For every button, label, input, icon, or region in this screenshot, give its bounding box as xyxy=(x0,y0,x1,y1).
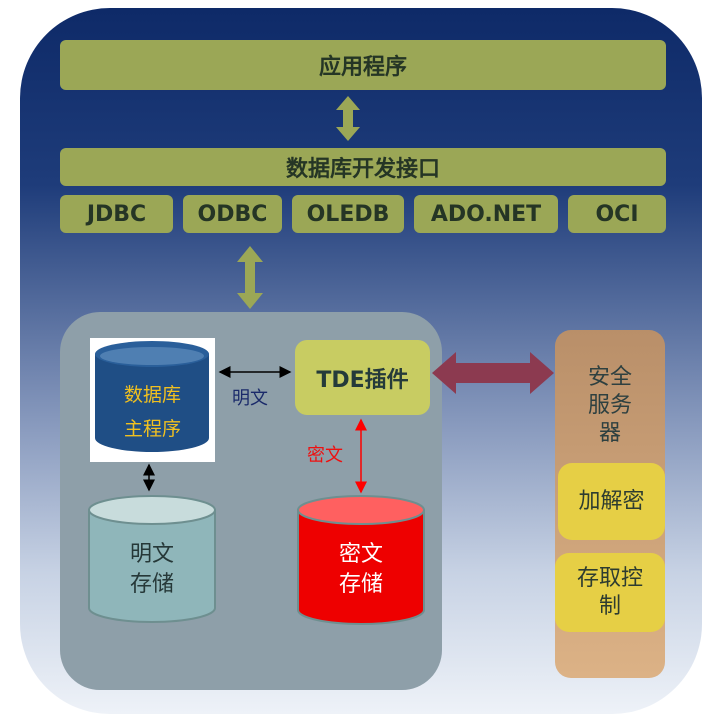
tde-plugin: TDE插件 xyxy=(295,340,430,415)
tde-security-arrow xyxy=(432,352,554,394)
access-control-box: 存取控 制 xyxy=(555,553,665,632)
api-oci: OCI xyxy=(568,195,666,233)
plain-storage-line1: 明文 xyxy=(129,542,174,567)
db-api-bar: 数据库开发接口 xyxy=(60,148,666,186)
db-main-line2: 主程序 xyxy=(123,418,181,440)
plain-storage-line2: 存储 xyxy=(129,572,174,597)
cipher-storage-line1: 密文 xyxy=(338,542,383,567)
security-line2: 服务 xyxy=(587,393,632,418)
api-jdbc: JDBC xyxy=(60,195,173,233)
api-oledb: OLEDB xyxy=(292,195,404,233)
api-odbc: ODBC xyxy=(183,195,282,233)
plaintext-label: 明文 xyxy=(232,388,268,409)
api-adonet: ADO.NET xyxy=(414,195,558,233)
plain-storage-label: 明文 存储 xyxy=(89,540,215,600)
security-line3: 器 xyxy=(598,421,621,446)
ciphertext-label: 密文 xyxy=(307,445,343,466)
security-line1: 安全 xyxy=(587,365,632,390)
security-server-title: 安全 服务 器 xyxy=(555,364,665,448)
plain-storage-cylinder xyxy=(88,495,216,623)
access-line1: 存取控 xyxy=(576,566,643,591)
db-main-program: 数据库 主程序 xyxy=(90,338,215,462)
db-main-line1: 数据库 xyxy=(123,384,181,406)
access-line2: 制 xyxy=(598,593,621,619)
application-bar: 应用程序 xyxy=(60,40,666,90)
cipher-storage-cylinder xyxy=(297,495,425,625)
api-db-arrow xyxy=(237,246,263,309)
app-api-arrow xyxy=(336,96,360,141)
encrypt-decrypt-box: 加解密 xyxy=(558,463,665,540)
db-cylinder-icon xyxy=(95,341,209,452)
cipher-storage-line2: 存储 xyxy=(338,572,383,597)
cipher-storage-label: 密文 存储 xyxy=(298,540,424,600)
